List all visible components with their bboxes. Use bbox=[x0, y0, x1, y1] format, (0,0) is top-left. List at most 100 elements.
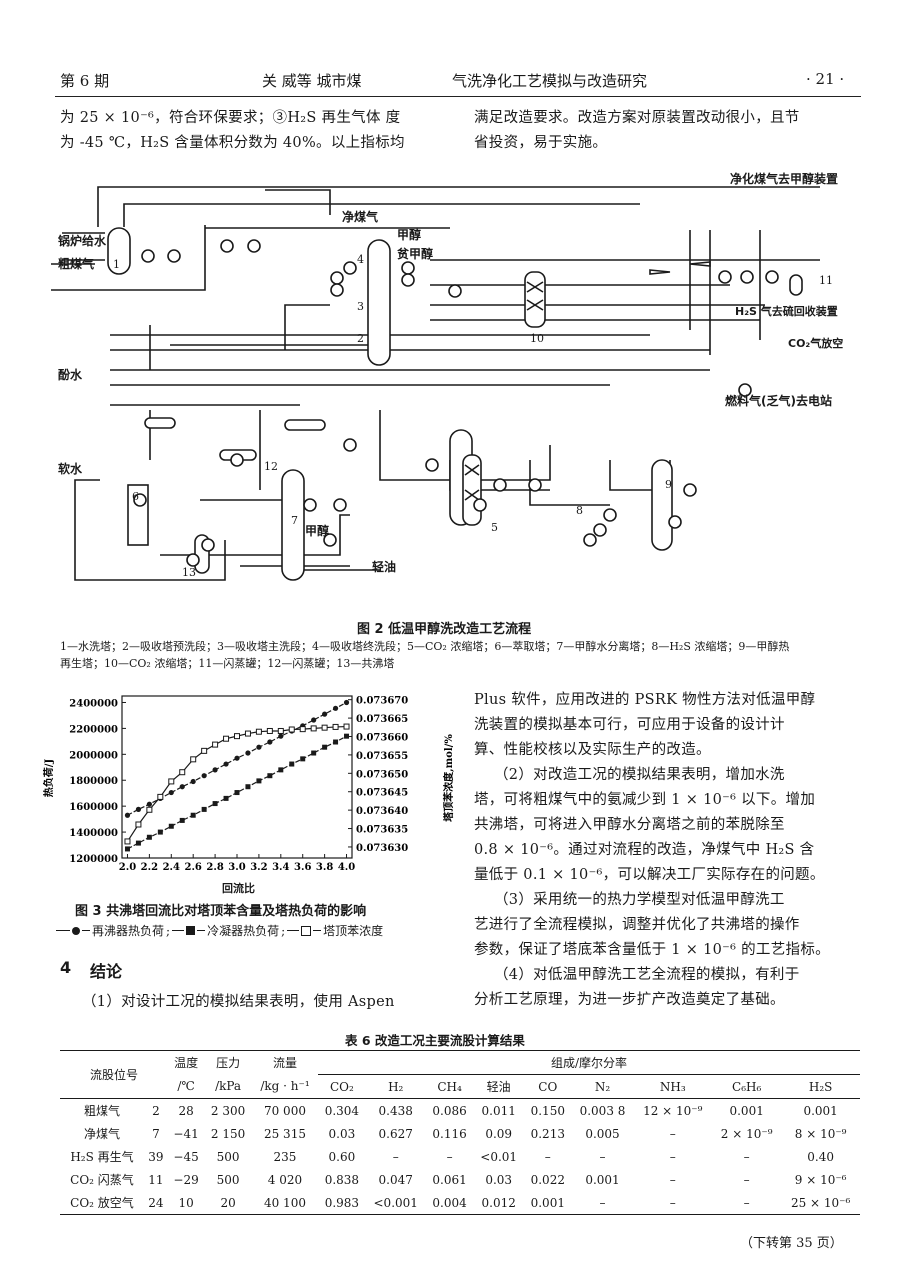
pipe bbox=[74, 479, 226, 581]
table-cell: −29 bbox=[173, 1172, 199, 1187]
unit-10-column bbox=[524, 271, 546, 328]
unit-1-column bbox=[107, 227, 131, 275]
table-cell: 0.001 bbox=[803, 1103, 838, 1118]
section-number: 4 bbox=[60, 958, 72, 977]
unit-7-column bbox=[281, 469, 305, 581]
running-title: 气洗净化工艺模拟与改造研究 bbox=[452, 72, 648, 90]
table-cell: 粗煤气 bbox=[83, 1104, 120, 1118]
col-header-stream: 流股位号 bbox=[60, 1050, 168, 1099]
data-point-reboiler bbox=[256, 744, 262, 750]
data-point-condenser bbox=[344, 733, 350, 739]
data-point-condenser bbox=[201, 806, 207, 812]
unit-number-13: 13 bbox=[182, 566, 196, 579]
data-point-reboiler bbox=[168, 789, 174, 796]
continued-note: （下转第 35 页） bbox=[740, 1236, 843, 1251]
col-header-light-oil: 轻油 bbox=[486, 1080, 511, 1094]
unit-number-1: 1 bbox=[113, 258, 120, 271]
table-cell: – bbox=[669, 1149, 676, 1164]
data-point-condenser bbox=[124, 846, 130, 852]
table-cell: – bbox=[743, 1195, 750, 1210]
table-cell: 0.438 bbox=[378, 1103, 413, 1118]
table-cell: – bbox=[599, 1195, 606, 1210]
right-tick-label: 0.073645 bbox=[356, 788, 408, 799]
pipe bbox=[160, 514, 350, 556]
table-cell: 25 × 10⁻⁶ bbox=[790, 1195, 851, 1210]
data-point-condenser bbox=[168, 823, 174, 829]
col-header-co: CO bbox=[538, 1079, 558, 1094]
label-lean-methanol: 贫甲醇 bbox=[397, 247, 434, 261]
right-tick-label: 0.073630 bbox=[356, 843, 408, 854]
label-methanol: 甲醇 bbox=[397, 228, 422, 242]
col-header-co2: CO₂ bbox=[329, 1079, 354, 1094]
table-cell: 24 bbox=[148, 1195, 164, 1210]
data-point-benzene bbox=[310, 725, 317, 732]
data-point-reboiler bbox=[332, 705, 339, 711]
heat-exchangers bbox=[133, 239, 779, 567]
table-cell: 70 000 bbox=[263, 1103, 306, 1118]
table-cell: 0.022 bbox=[530, 1172, 565, 1187]
x-tick-label: 3.2 bbox=[250, 862, 267, 873]
figure-3-caption: 图 3 共沸塔回流比对塔顶苯含量及塔热负荷的影响 bbox=[75, 904, 367, 919]
data-point-condenser bbox=[289, 761, 295, 767]
data-point-reboiler bbox=[201, 773, 207, 779]
table-cell: <0.001 bbox=[373, 1195, 418, 1210]
right-axis-ticks: 0.0736300.0736350.0736400.0736450.073650… bbox=[348, 696, 408, 854]
table-cell: – bbox=[392, 1149, 399, 1164]
table-cell: 25 315 bbox=[263, 1126, 306, 1141]
para-line: 量低于 0.1 × 10⁻⁶，可以解决工厂实际存在的问题。 bbox=[474, 867, 825, 883]
table-cell: 0.001 bbox=[585, 1172, 620, 1187]
unit-number-12: 12 bbox=[264, 460, 278, 473]
col-header-press: 压力 bbox=[216, 1056, 241, 1071]
table-cell: 0.838 bbox=[324, 1172, 360, 1187]
legend-entry-reboiler: 再沸器热负荷 bbox=[92, 924, 165, 938]
table-cell: – bbox=[599, 1149, 606, 1164]
data-point-reboiler bbox=[343, 699, 350, 706]
label-h2s-to-sulfur: H₂S 气去硫回收装置 bbox=[735, 305, 838, 318]
table-6: 流股位号 温度 压力 流量 组成/摩尔分率 /℃ /kPa /kg · h⁻¹ … bbox=[60, 1050, 860, 1215]
x-tick-label: 2.8 bbox=[206, 862, 223, 873]
data-point-condenser bbox=[190, 812, 196, 818]
table-cell: 235 bbox=[273, 1149, 297, 1164]
figure-2-legend-line-2: 再生塔；10—CO₂ 浓缩塔；11—闪蒸罐；12—闪蒸罐；13—共沸塔 bbox=[60, 657, 395, 670]
data-point-reboiler bbox=[245, 750, 251, 756]
table-cell: 39 bbox=[148, 1149, 164, 1164]
data-point-condenser bbox=[179, 817, 185, 823]
process-flow-diagram bbox=[51, 186, 820, 581]
label-methanol-2: 甲醇 bbox=[305, 524, 330, 538]
left-tick-label: 2400000 bbox=[69, 698, 118, 709]
top-right-line-2: 省投资，易于实施。 bbox=[474, 135, 608, 151]
table-cell: 0.03 bbox=[328, 1126, 356, 1141]
para-line: （4）对低温甲醇洗工艺全流程的模拟，有利于 bbox=[494, 967, 800, 983]
table-cell: −41 bbox=[173, 1126, 199, 1141]
data-point-reboiler bbox=[135, 806, 142, 812]
data-point-benzene bbox=[234, 733, 240, 740]
table-cell: 0.116 bbox=[432, 1126, 467, 1141]
conclusion-1-start: （1）对设计工况的模拟结果表明，使用 Aspen bbox=[82, 994, 395, 1010]
right-tick-label: 0.073650 bbox=[356, 769, 408, 780]
table-cell: – bbox=[743, 1149, 750, 1164]
data-point-condenser bbox=[333, 739, 339, 745]
data-point-benzene bbox=[343, 723, 350, 730]
table-cell: 0.003 8 bbox=[579, 1103, 626, 1118]
unit-number-9: 9 bbox=[665, 478, 672, 491]
right-tick-label: 0.073635 bbox=[356, 825, 408, 836]
table-cell: <0.01 bbox=[480, 1149, 518, 1164]
unit-9-column bbox=[651, 459, 673, 551]
para-line: （2）对改造工况的模拟结果表明，增加水洗 bbox=[494, 767, 785, 783]
table-cell: 9 × 10⁻⁶ bbox=[794, 1172, 847, 1187]
para-line: 艺进行了全流程模拟，调整并优化了共沸塔的操作 bbox=[474, 917, 800, 933]
table-cell: 7 bbox=[152, 1126, 160, 1141]
top-left-line-1: 为 25 × 10⁻⁶，符合环保要求；③H₂S 再生气体 度 bbox=[60, 110, 401, 126]
table-cell: 8 × 10⁻⁹ bbox=[794, 1126, 847, 1141]
col-header-temp: 温度 bbox=[174, 1056, 199, 1071]
table-cell: 28 bbox=[178, 1103, 194, 1118]
data-point-benzene bbox=[157, 793, 164, 800]
table-cell: 4 020 bbox=[267, 1172, 303, 1187]
x-tick-label: 2.6 bbox=[184, 862, 201, 873]
data-point-benzene bbox=[168, 778, 175, 785]
table-cell: 0.004 bbox=[432, 1195, 467, 1210]
data-point-reboiler bbox=[322, 711, 328, 717]
table-cell: 40 100 bbox=[263, 1195, 306, 1210]
top-right-line-1: 满足改造要求。改造方案对原装置改动很小，且节 bbox=[474, 110, 800, 126]
